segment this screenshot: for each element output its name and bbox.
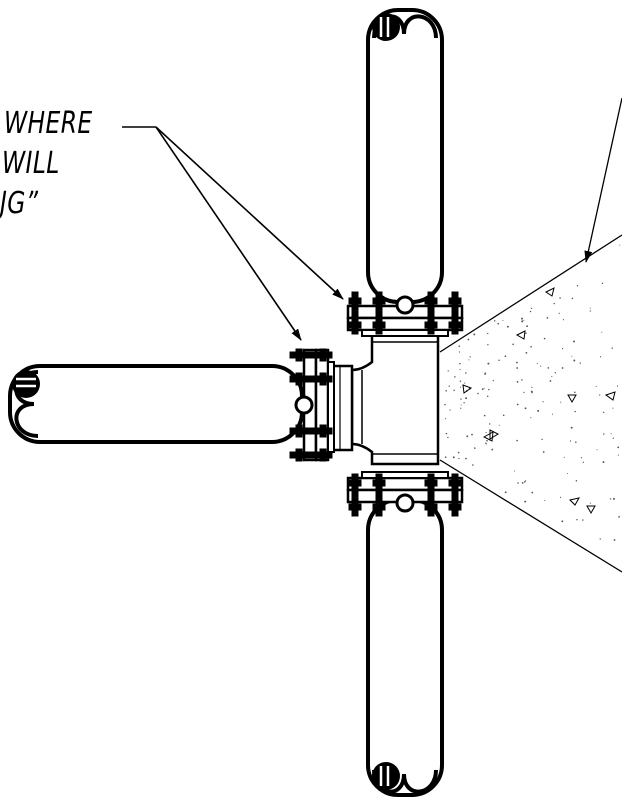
callout-line-2: WILL xyxy=(2,146,60,181)
top-flange xyxy=(346,291,464,337)
concrete-stipple xyxy=(444,244,621,541)
bottom-pipe xyxy=(366,498,444,797)
flange-bolt-icon xyxy=(289,348,333,462)
flange-bolt-icon xyxy=(348,473,462,517)
flange-bolt-icon xyxy=(348,291,462,335)
thrust-block xyxy=(439,234,622,573)
leader-lines xyxy=(122,97,622,341)
tee-fitting xyxy=(326,330,440,466)
aggregate-triangle-icon xyxy=(462,287,616,515)
left-flange xyxy=(289,348,335,462)
callout-line-1: WHERE xyxy=(4,106,93,141)
left-pipe xyxy=(8,364,304,444)
bottom-flange xyxy=(346,471,464,517)
callout-line-3: JG” xyxy=(0,186,39,221)
top-pipe xyxy=(366,8,444,304)
